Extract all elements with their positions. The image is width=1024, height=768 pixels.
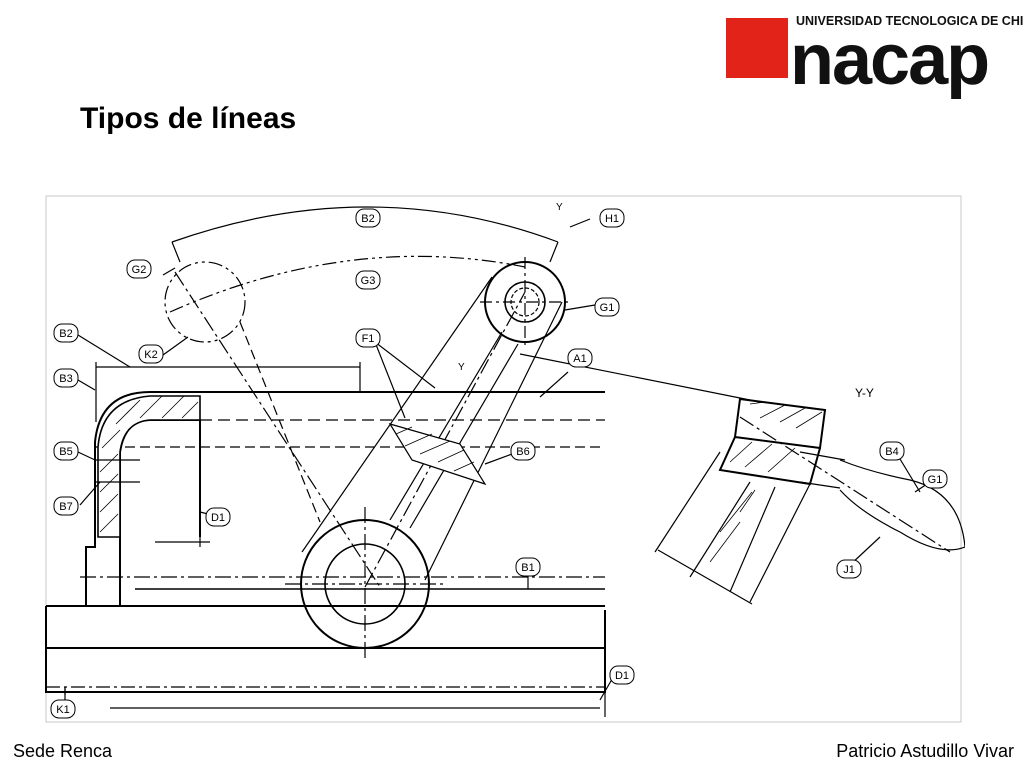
callout-bubble: H1 xyxy=(599,208,625,228)
callout-label: G1 xyxy=(928,474,943,486)
callout-label: B3 xyxy=(59,373,72,385)
callout-bubble: K2 xyxy=(138,344,164,364)
slide-title: Tipos de líneas xyxy=(80,102,297,135)
callout-bubble: G1 xyxy=(594,297,620,317)
callout-label: B5 xyxy=(59,446,72,458)
footer-campus: Sede Renca xyxy=(13,741,113,761)
logo-red-square xyxy=(726,18,788,78)
callout-bubble: J1 xyxy=(836,559,862,579)
callout-label: B1 xyxy=(521,562,534,574)
callout-label: D1 xyxy=(211,512,225,524)
callout-label: B2 xyxy=(59,328,72,340)
callout-label: G1 xyxy=(600,302,615,314)
callout-bubble: B2 xyxy=(53,323,79,343)
footer-author: Patricio Astudillo Vivar xyxy=(836,741,1014,761)
callout-label: K1 xyxy=(56,704,69,716)
callout-label: A1 xyxy=(573,353,586,365)
callout-bubble: D1 xyxy=(205,507,231,527)
callout-label: B6 xyxy=(516,446,529,458)
callout-label: G2 xyxy=(132,264,147,276)
section-mark-arm: Y xyxy=(458,362,465,373)
logo-wordmark: nacap xyxy=(790,20,990,100)
inacap-logo: UNIVERSIDAD TECNOLOGICA DE CHILE nacap xyxy=(726,14,1024,100)
callout-bubble: G1 xyxy=(922,469,948,489)
callout-label: F1 xyxy=(362,333,375,345)
section-label: Y-Y xyxy=(855,386,874,400)
technical-drawing: B2 G2 G3 H1 G1 B2 K2 F1 A1 B3 B5 B6 B7 D… xyxy=(45,195,965,723)
callout-bubble: G3 xyxy=(355,270,381,290)
callout-bubble: B5 xyxy=(53,441,79,461)
callout-label: B7 xyxy=(59,501,72,513)
callout-bubble: F1 xyxy=(355,328,381,348)
callout-label: J1 xyxy=(843,564,855,576)
callout-bubble: B7 xyxy=(53,496,79,516)
callout-label: K2 xyxy=(144,349,157,361)
callout-bubble: A1 xyxy=(567,348,593,368)
callout-label: D1 xyxy=(615,670,629,682)
section-mark-top: Y xyxy=(556,202,563,213)
callout-bubble: K1 xyxy=(50,699,76,719)
callout-label: B4 xyxy=(885,446,898,458)
callout-bubble: B4 xyxy=(879,441,905,461)
callout-bubble: B6 xyxy=(510,441,536,461)
callout-label: H1 xyxy=(605,213,619,225)
callout-label: G3 xyxy=(361,275,376,287)
callout-bubble: B1 xyxy=(515,557,541,577)
callout-bubble: D1 xyxy=(609,665,635,685)
callout-bubble: G2 xyxy=(126,259,152,279)
callout-bubble: B3 xyxy=(53,368,79,388)
callout-label: B2 xyxy=(361,213,374,225)
logo-university-text: UNIVERSIDAD TECNOLOGICA DE CHILE xyxy=(796,14,1024,28)
callout-bubble: B2 xyxy=(355,208,381,228)
